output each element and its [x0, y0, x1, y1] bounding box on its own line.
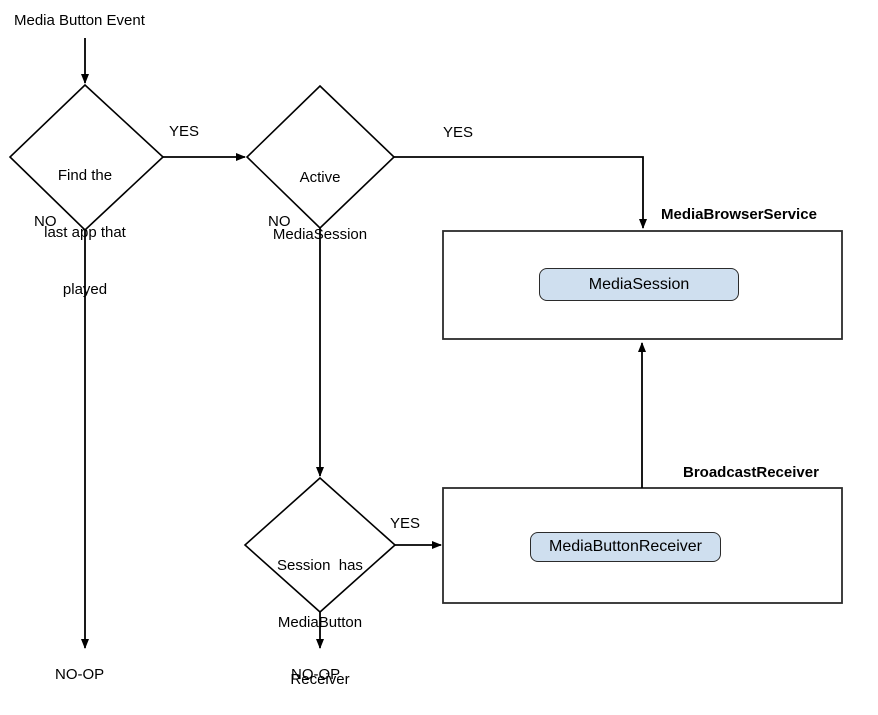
decision-find-last-app-label: Find the last app that played: [10, 128, 160, 337]
edge-label-decision2-yes: YES: [443, 124, 474, 141]
edge-label-decision2-no: NO: [268, 213, 291, 230]
node-mediabuttonreceiver[interactable]: MediaButtonReceiver: [530, 532, 721, 562]
container-broadcastreceiver-label: BroadcastReceiver: [683, 464, 819, 481]
container-mediabrowserservice-label: MediaBrowserService: [661, 206, 817, 223]
decision-find-last-app-line-1: Find the: [57, 167, 113, 184]
edge-label-decision1-no: NO: [34, 213, 57, 230]
decision-find-last-app-line-2: last app that: [44, 224, 126, 241]
decision-session-has-receiver-line-1: Session has: [277, 557, 363, 574]
edge-label-decision3-yes: YES: [390, 515, 421, 532]
decision-session-has-receiver-label: Session has MediaButton Receiver: [245, 518, 395, 715]
edge-decision2-yes-to-mediabrowserservice: [394, 156, 647, 229]
decision-session-has-receiver-line-2: MediaButton: [277, 614, 363, 631]
decision-active-mediasession-label: Active MediaSession: [245, 130, 395, 282]
decision-session-has-receiver-line-3: Receiver: [290, 671, 350, 688]
node-mediabuttonreceiver-label: MediaButtonReceiver: [549, 538, 702, 555]
node-mediasession-label: MediaSession: [588, 275, 690, 293]
decision-active-mediasession-line-2: MediaSession: [272, 226, 368, 243]
terminal-noop-middle: NO-OP: [291, 666, 341, 683]
terminal-noop-left: NO-OP: [55, 666, 105, 683]
decision-active-mediasession-line-1: Active: [299, 169, 341, 186]
node-mediasession[interactable]: MediaSession: [539, 268, 739, 301]
decision-find-last-app-line-3: played: [62, 281, 108, 298]
edge-label-decision1-yes: YES: [169, 123, 200, 140]
start-label: Media Button Event: [14, 12, 145, 29]
